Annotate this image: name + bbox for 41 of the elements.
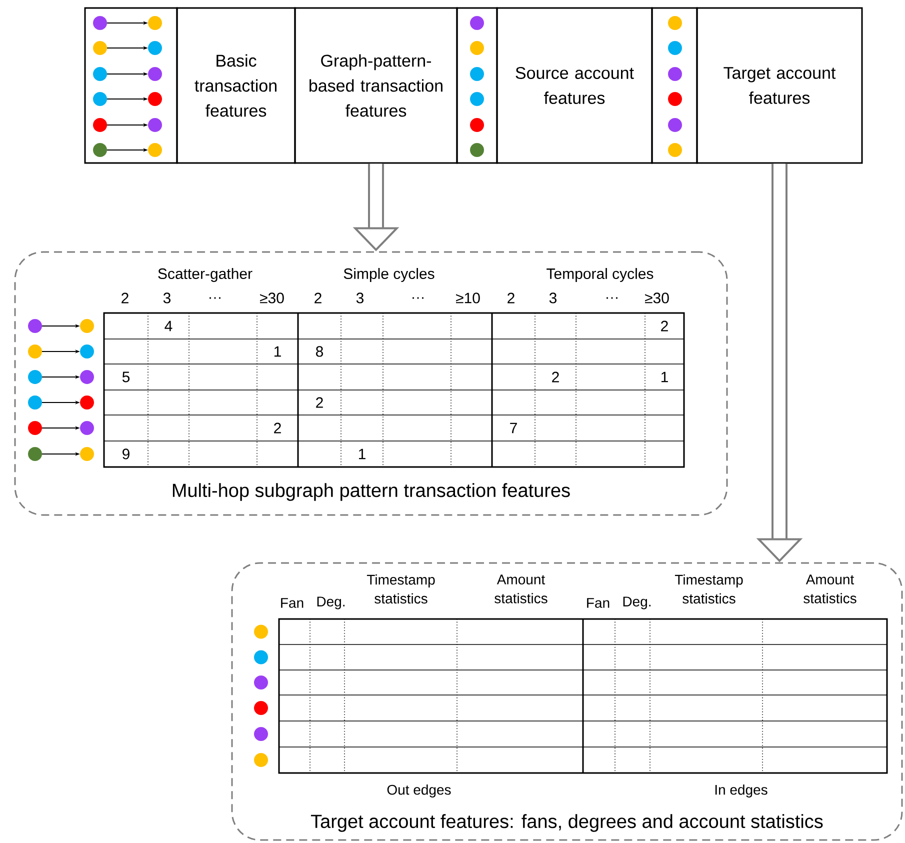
cell-value: 8 [316, 346, 324, 357]
cell-value: 9 [122, 448, 130, 460]
axis-caption: Out edges [387, 784, 451, 798]
column-number: 2 [508, 292, 514, 304]
column-number: ≥30 [645, 292, 669, 304]
cell-value: 7 [510, 422, 517, 434]
cell-value: 2 [552, 372, 559, 382]
column-header: Simple cycles [344, 268, 434, 282]
column-number: 3 [549, 292, 557, 304]
column-header: Temporal cycles [546, 268, 654, 282]
feature-box: Basic transaction features [176, 7, 296, 164]
cell-value: 2 [316, 397, 323, 408]
column-number: 2 [314, 292, 322, 304]
column-number: ≥10 [456, 292, 480, 304]
column-header: Deg. [623, 596, 651, 610]
axis-caption: In edges [715, 784, 768, 798]
column-header: Timestamp statistics [674, 574, 743, 604]
column-header: Amount statistics [804, 574, 856, 604]
column-header: Fan [587, 598, 610, 608]
column-header: Scatter-gather [158, 268, 252, 282]
feature-box: Graph-pattern-based transaction features [294, 7, 458, 164]
column-header: Deg. [317, 596, 345, 610]
feature-box: Target account features [696, 7, 863, 164]
column-header: Timestamp statistics [366, 574, 435, 604]
cell-value: 2 [661, 320, 668, 332]
column-number: 3 [356, 292, 364, 304]
column-number: 3 [163, 292, 171, 304]
cell-value: 1 [358, 448, 366, 460]
cell-value: 5 [122, 372, 130, 382]
column-number: … [210, 297, 220, 299]
cell-value: 1 [661, 372, 668, 382]
feature-box: Source account features [496, 7, 653, 164]
column-number: 2 [122, 292, 128, 304]
cell-value: 2 [274, 422, 281, 434]
cell-value: 1 [274, 346, 281, 357]
cell-value: 4 [164, 320, 172, 332]
column-header: Fan [281, 598, 304, 608]
column-number: ≥30 [260, 292, 284, 304]
column-number: … [606, 297, 618, 299]
column-number: … [412, 297, 424, 299]
column-header: Amount statistics [494, 574, 548, 604]
